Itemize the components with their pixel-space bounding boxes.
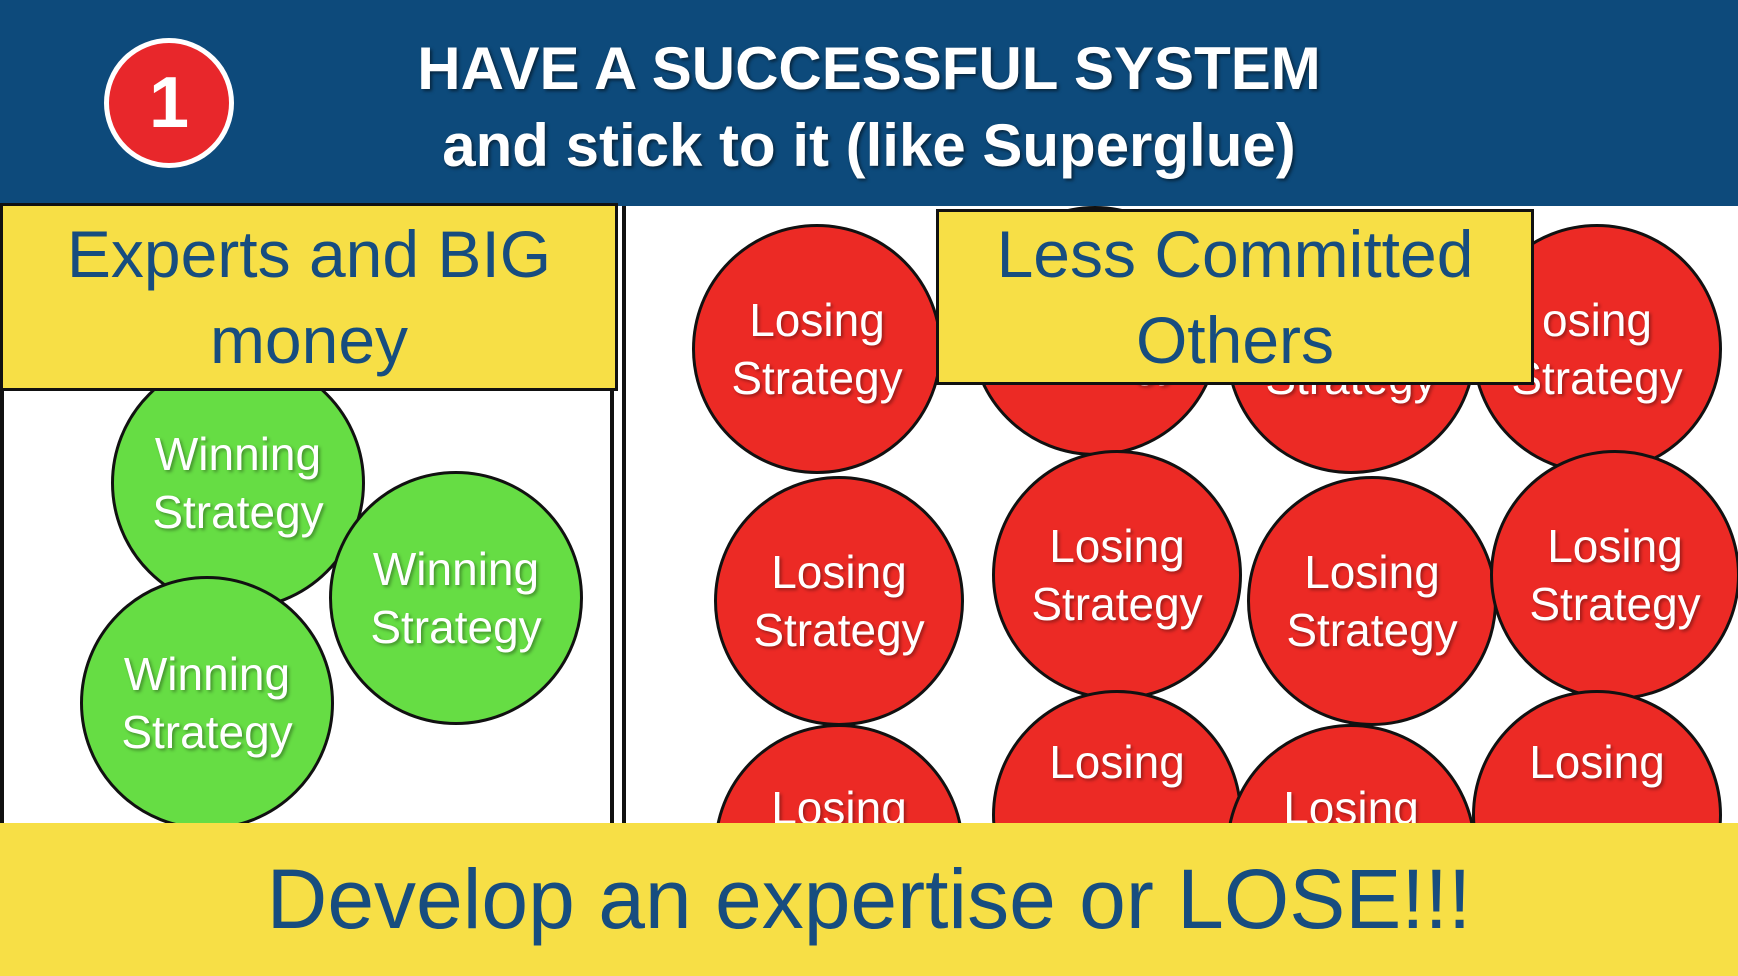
winning-strategy-circle: Winning Strategy xyxy=(80,576,334,830)
losing-strategy-circle: Losing xyxy=(1226,724,1476,826)
losing-strategy-circle: Losing Strategy xyxy=(714,476,964,726)
step-number-badge: 1 xyxy=(104,38,234,168)
losing-strategy-circle: Losing xyxy=(1472,690,1722,826)
less-committed-label: Less Committed Others xyxy=(936,209,1534,385)
winning-strategy-circle: Winning Strategy xyxy=(329,471,583,725)
title-line-2: and stick to it (like Superglue) xyxy=(442,112,1296,179)
footer-banner: Develop an expertise or LOSE!!! xyxy=(0,823,1738,976)
header-banner: 1 HAVE A SUCCESSFUL SYSTEM and stick to … xyxy=(0,0,1738,206)
losing-strategy-circle: Losing Strategy xyxy=(1247,476,1497,726)
losing-strategy-circle: Losing Strategy xyxy=(992,450,1242,700)
experts-label: Experts and BIG money xyxy=(0,203,618,391)
others-panel: Losing Strategy Losing Strategy Losing S… xyxy=(622,206,1738,826)
winning-strategy-circle: Winning Strategy xyxy=(111,356,365,610)
losing-strategy-circle: Losing Strategy xyxy=(1490,450,1738,700)
losing-strategy-circle: Losing xyxy=(714,724,964,826)
losing-strategy-circle: Losing xyxy=(992,690,1242,826)
title-line-1: HAVE A SUCCESSFUL SYSTEM xyxy=(417,35,1321,102)
losing-strategy-circle: Losing Strategy xyxy=(692,224,942,474)
